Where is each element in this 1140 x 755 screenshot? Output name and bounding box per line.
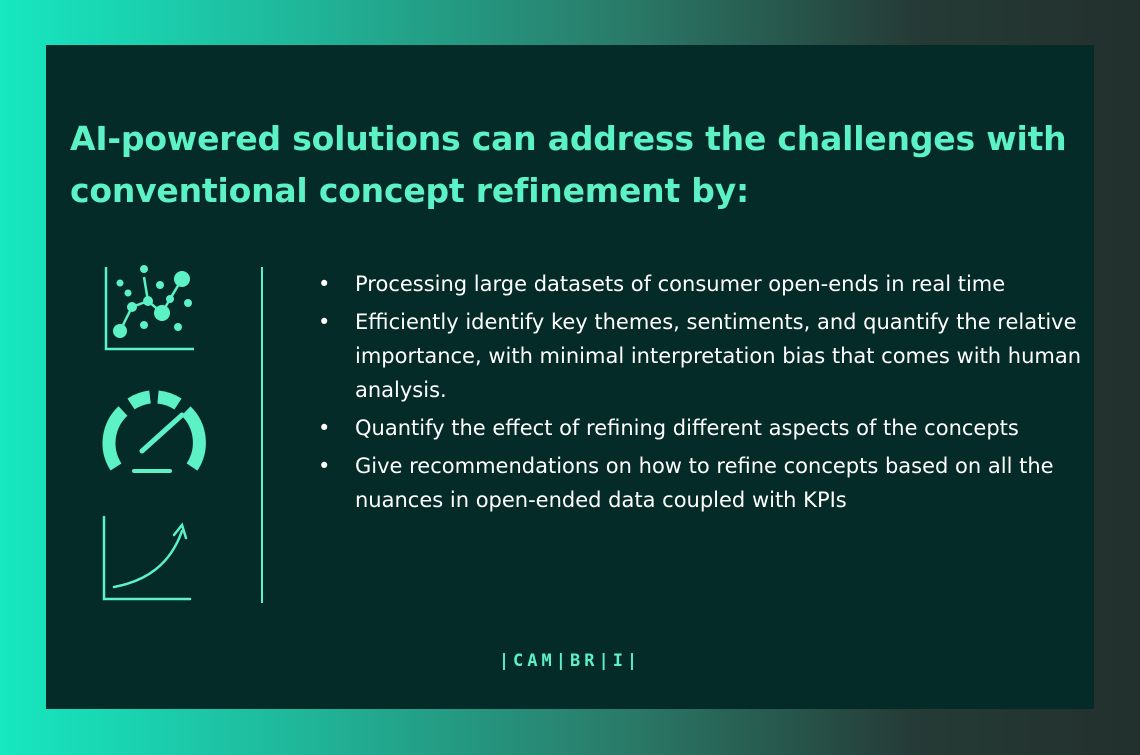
- icon-column: [98, 263, 208, 603]
- headline: AI-powered solutions can address the cha…: [70, 119, 1067, 210]
- bullet-point: •: [318, 310, 331, 334]
- bullet-point: •: [318, 272, 331, 296]
- list-item: • Efficiently identify key themes, senti…: [316, 305, 1086, 407]
- list-item: • Give recommendations on how to refine …: [316, 449, 1086, 517]
- bullet-text: Give recommendations on how to refine co…: [355, 454, 1054, 512]
- bullet-text: Processing large datasets of consumer op…: [355, 272, 1006, 296]
- content-panel: AI-powered solutions can address the cha…: [46, 45, 1094, 709]
- bullet-list: • Processing large datasets of consumer …: [316, 267, 1086, 521]
- brand-logo: |CAM|BR|I|: [498, 651, 642, 671]
- scatter-plot-icon: [98, 263, 208, 355]
- bullet-text: Quantify the effect of refining differen…: [355, 416, 1019, 440]
- list-item: • Quantify the effect of refining differ…: [316, 411, 1086, 445]
- bullet-text: Efficiently identify key themes, sentime…: [355, 310, 1082, 402]
- vertical-divider: [261, 267, 263, 603]
- bullet-point: •: [318, 416, 331, 440]
- speedometer-icon: [98, 389, 208, 479]
- bullet-point: •: [318, 454, 331, 478]
- list-item: • Processing large datasets of consumer …: [316, 267, 1086, 301]
- growth-chart-icon: [98, 515, 208, 605]
